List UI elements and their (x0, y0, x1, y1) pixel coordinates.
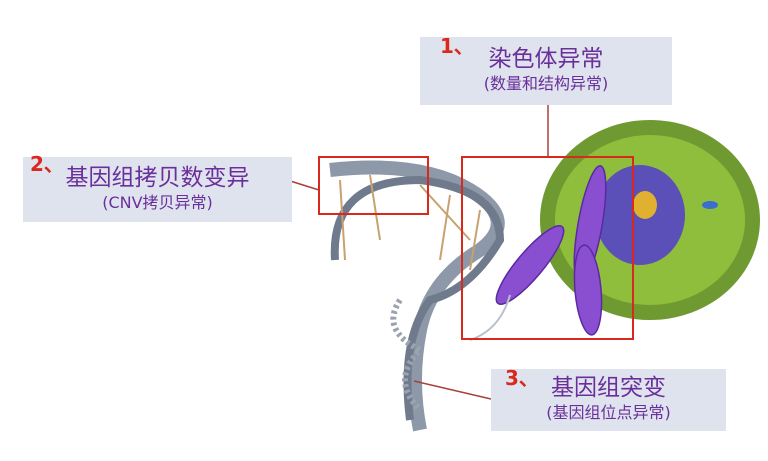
label-title: 染色体异常 (488, 46, 604, 72)
connector-line-2 (286, 179, 320, 191)
label-title: 基因组拷贝数变异 (65, 165, 250, 191)
dna-helix-illustration (329, 160, 505, 432)
label-title: 基因组突变 (551, 375, 666, 401)
label-chromosome-abnormality: 染色体异常 (数量和结构异常) (420, 37, 672, 105)
label-number: 3、 (505, 366, 539, 390)
highlight-box-cnv (318, 156, 429, 215)
label-subtitle: (数量和结构异常) (483, 74, 609, 93)
label-subtitle: (CNV拷贝异常) (102, 193, 213, 212)
label-number: 1、 (440, 34, 474, 58)
chromosome-illustration (469, 165, 607, 341)
cell-illustration (540, 120, 760, 320)
connector-line-3 (413, 380, 492, 400)
label-number: 2、 (30, 152, 64, 176)
label-subtitle: (基因组位点异常) (546, 403, 671, 422)
label-gene-mutation: 基因组突变 (基因组位点异常) (491, 369, 726, 431)
label-cnv: 基因组拷贝数变异 (CNV拷贝异常) (23, 157, 292, 222)
